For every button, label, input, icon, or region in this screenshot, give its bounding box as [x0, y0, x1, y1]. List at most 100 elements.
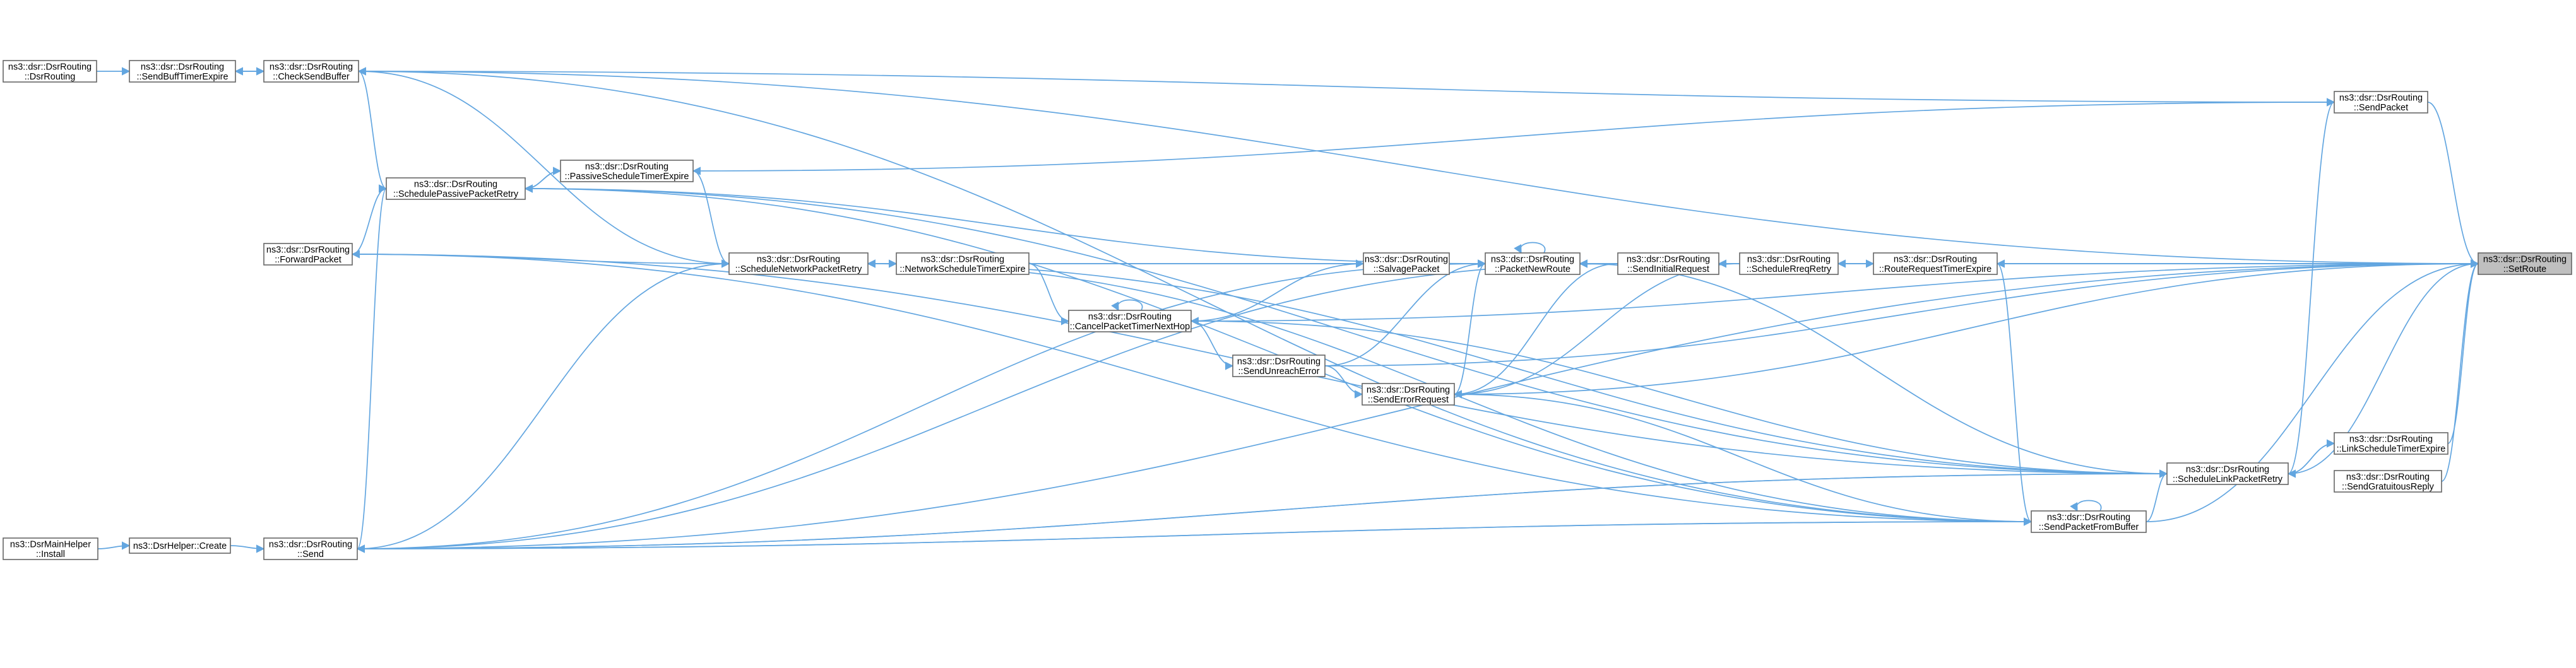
node-label-line: ns3::dsr::DsrRouting: [1237, 356, 1321, 366]
node-label-line: ::LinkScheduleTimerExpire: [2337, 444, 2446, 454]
edge-passivescheduletimerexpire-to-schedulepassivepacketretry: [524, 170, 561, 193]
node-box: [2334, 91, 2428, 114]
edge-sendunreacherror-to-senderrorrequest: [1324, 365, 1363, 399]
node-label-line: ns3::dsr::DsrRouting: [2346, 472, 2430, 482]
edge-checksendbuffer-to-setroute: [358, 71, 2479, 268]
node-box: [386, 177, 526, 200]
node-sendbufftimerexpire[interactable]: ns3::dsr::DsrRouting::SendBuffTimerExpir…: [129, 60, 236, 83]
edge-sendpacketfrombuffer-to-send: [356, 521, 2032, 553]
node-label-line: ns3::dsr::DsrRouting: [1367, 385, 1450, 395]
edge-sendpacket-to-setroute: [2427, 102, 2479, 268]
node-box: [728, 252, 869, 275]
node-box: [2478, 252, 2572, 275]
node-send[interactable]: ns3::dsr::DsrRouting::Send: [263, 537, 358, 560]
node-checksendbuffer[interactable]: ns3::dsr::DsrRouting::CheckSendBuffer: [263, 60, 359, 83]
edge-passivescheduletimerexpire-to-sendpacket: [692, 98, 2336, 172]
edge-schedulepassivepacketretry-to-checksendbuffer: [357, 67, 387, 189]
node-label-line: ::PacketNewRoute: [1495, 264, 1570, 274]
edge-sendpacketfrombuffer-to-forwardpacket: [351, 250, 2032, 522]
node-schedulerreqretry[interactable]: ns3::dsr::DsrRouting::ScheduleRreqRetry: [1739, 252, 1839, 275]
node-box: [1232, 355, 1326, 377]
node-label-line: ns3::dsr::DsrRouting: [757, 254, 840, 264]
node-box: [1362, 383, 1455, 406]
node-passivescheduletimerexpire[interactable]: ns3::dsr::DsrRouting::PassiveScheduleTim…: [560, 160, 694, 182]
node-sendpacket[interactable]: ns3::dsr::DsrRouting::SendPacket: [2334, 91, 2428, 114]
edge-schedulelinkpacketretry-to-schedulenetworkpacketretry: [867, 259, 2168, 474]
node-box: [2334, 432, 2448, 455]
edge-send-to-schedulenetworkpacketretry: [357, 259, 730, 549]
node-box: [896, 252, 1030, 275]
edge-checksendbuffer-to-sendpacket: [358, 71, 2336, 107]
edge-sendpacketfrombuffer-to-routerequesttimerexpire: [1996, 259, 2032, 522]
node-dsrhelpercreate[interactable]: ns3::DsrHelper::Create: [129, 537, 231, 554]
node-networkscheduletimerexpire[interactable]: ns3::dsr::DsrRouting::NetworkScheduleTim…: [896, 252, 1030, 275]
edge-cancelpackettimernexthop-to-salvagepacket: [1190, 259, 1365, 322]
edge-send-to-schedulepassivepacketretry: [357, 184, 388, 549]
edge-dsrmainhelperinstall-to-dsrhelpercreate: [97, 541, 131, 550]
node-box: [129, 60, 236, 83]
node-label-line: ::SalvagePacket: [1374, 264, 1440, 274]
node-label-line: ::Install: [36, 549, 65, 560]
node-box: [263, 243, 353, 266]
edge-senderrorrequest-to-packetnewroute: [1454, 259, 1487, 395]
node-label-line: ns3::dsr::DsrRouting: [1088, 312, 1172, 322]
node-box: [560, 160, 694, 182]
node-label-line: ns3::DsrHelper::Create: [133, 541, 227, 551]
node-box: [1739, 252, 1839, 275]
edge-schedulelinkpacketretry-to-setroute: [2288, 259, 2479, 474]
node-box: [3, 60, 97, 83]
edge-sendunreacherror-to-packetnewroute: [1324, 259, 1487, 366]
node-packetnewroute[interactable]: ns3::dsr::DsrRouting::PacketNewRoute: [1485, 252, 1581, 275]
edge-schedulelinkpacketretry-to-schedulepassivepacketretry: [524, 184, 2168, 474]
node-linkscheduletimerexpire[interactable]: ns3::dsr::DsrRouting::LinkScheduleTimerE…: [2334, 432, 2448, 455]
node-sendunreacherror[interactable]: ns3::dsr::DsrRouting::SendUnreachError: [1232, 355, 1326, 377]
node-dsrmainhelperinstall[interactable]: ns3::DsrMainHelper::Install: [3, 537, 98, 560]
node-box: [1873, 252, 1998, 275]
node-salvagepacket[interactable]: ns3::dsr::DsrRouting::SalvagePacket: [1363, 252, 1450, 275]
node-label-line: ns3::dsr::DsrRouting: [2186, 464, 2269, 474]
edge-layer: [97, 67, 2479, 553]
edge-cancelpackettimernexthop-to-cancelpackettimernexthop: [1111, 299, 1143, 312]
node-schedulepassivepacketretry[interactable]: ns3::dsr::DsrRouting::SchedulePassivePac…: [386, 177, 526, 200]
node-forwardpacket[interactable]: ns3::dsr::DsrRouting::ForwardPacket: [263, 243, 353, 266]
node-sendpacketfrombuffer[interactable]: ns3::dsr::DsrRouting::SendPacketFromBuff…: [2031, 510, 2147, 533]
node-routerequesttimerexpire[interactable]: ns3::dsr::DsrRouting::RouteRequestTimerE…: [1873, 252, 1998, 275]
node-label-line: ::SendUnreachError: [1238, 366, 1320, 377]
edge-schedulelinkpacketretry-to-send: [356, 473, 2168, 553]
node-label-line: ::SendInitialRequest: [1627, 264, 1709, 274]
node-box: [2334, 470, 2442, 493]
edge-schedulelinkpacketretry-to-sendpacket: [2288, 98, 2336, 474]
edge-linkscheduletimerexpire-to-schedulelinkpacketretry: [2287, 443, 2335, 478]
node-label-line: ::SendGratuitousReply: [2342, 482, 2435, 492]
node-schedulelinkpacketretry[interactable]: ns3::dsr::DsrRouting::ScheduleLinkPacket…: [2166, 462, 2289, 485]
node-sendgratuitousreply[interactable]: ns3::dsr::DsrRouting::SendGratuitousRepl…: [2334, 470, 2442, 493]
node-label-line: ns3::dsr::DsrRouting: [2483, 254, 2567, 264]
edge-packetnewroute-to-packetnewroute: [1514, 242, 1546, 254]
node-box: [1617, 252, 1719, 275]
node-label-line: ::CancelPacketTimerNextHop: [1070, 322, 1190, 332]
node-sendinitialrequest[interactable]: ns3::dsr::DsrRouting::SendInitialRequest: [1617, 252, 1719, 275]
node-label-line: ns3::dsr::DsrRouting: [2339, 93, 2423, 103]
node-box: [2166, 462, 2289, 485]
node-setroute[interactable]: ns3::dsr::DsrRouting::SetRoute: [2478, 252, 2572, 275]
edge-schedulelinkpacketretry-to-packetnewroute: [1579, 259, 2168, 474]
node-label-line: ::ScheduleNetworkPacketRetry: [735, 264, 862, 274]
node-label-line: ::ScheduleRreqRetry: [1747, 264, 1832, 274]
node-cancelpackettimernexthop[interactable]: ns3::dsr::DsrRouting::CancelPacketTimerN…: [1068, 310, 1192, 332]
node-dsrrouting[interactable]: ns3::dsr::DsrRouting::DsrRouting: [3, 60, 97, 83]
node-schedulenetworkpacketretry[interactable]: ns3::dsr::DsrRouting::ScheduleNetworkPac…: [728, 252, 869, 275]
edge-schedulenetworkpacketretry-to-passivescheduletimerexpire: [692, 167, 730, 264]
node-label-line: ns3::dsr::DsrRouting: [270, 62, 353, 72]
edge-schedulelinkpacketretry-to-cancelpackettimernexthop: [1190, 317, 2168, 474]
edge-sendpacketfrombuffer-to-setroute: [2146, 259, 2479, 522]
node-label-line: ns3::dsr::DsrRouting: [585, 161, 668, 172]
node-label-line: ns3::DsrMainHelper: [10, 539, 91, 549]
node-box: [263, 60, 359, 83]
node-senderrorrequest[interactable]: ns3::dsr::DsrRouting::SendErrorRequest: [1362, 383, 1455, 406]
edge-cancelpackettimernexthop-to-setroute: [1190, 259, 2479, 322]
edge-linkscheduletimerexpire-to-setroute: [2447, 259, 2479, 444]
node-box: [1485, 252, 1581, 275]
node-label-line: ns3::dsr::DsrRouting: [1894, 254, 1977, 264]
node-label-line: ns3::dsr::DsrRouting: [2047, 512, 2130, 522]
